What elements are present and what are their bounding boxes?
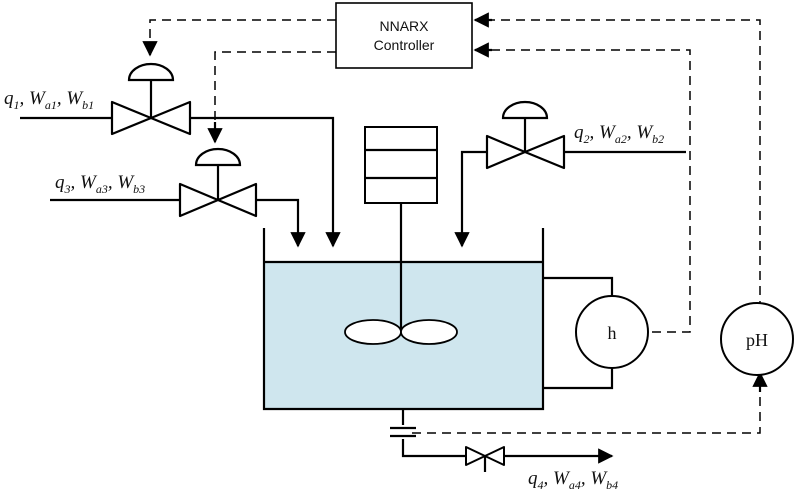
label-outlet-4: q4, Wa4, Wb4	[528, 468, 618, 492]
ph-sensor: pH	[720, 302, 794, 376]
label-inlet-2: q2, Wa2, Wb2	[574, 122, 664, 146]
outlet-manual-valve	[465, 446, 505, 472]
inlet-stream-2	[454, 100, 686, 248]
inlet-2-pipe	[454, 150, 487, 248]
label-inlet-1: q1, Wa1, Wb1	[4, 88, 94, 112]
level-sensor-circle	[575, 295, 649, 369]
outlet-stream	[390, 409, 614, 472]
control-valve-3	[178, 147, 258, 218]
ph-sensor-label: pH	[746, 330, 768, 350]
impeller-blade-right	[400, 319, 458, 345]
impeller-blade-left	[344, 319, 402, 345]
level-sensor: h	[543, 276, 649, 390]
signal-controller-to-valve1	[149, 19, 336, 50]
inlet-3-pipe	[256, 198, 306, 248]
signal-ph-to-controller	[490, 19, 761, 310]
signal-lines	[142, 12, 768, 434]
stirrer	[344, 126, 458, 345]
controller-title-line1: NNARX	[379, 18, 429, 34]
control-valve-2	[485, 100, 566, 170]
signal-controller-to-valve3	[214, 51, 336, 125]
stirrer-motor	[364, 126, 438, 204]
controller-title-line2: Controller	[374, 37, 435, 53]
tank	[262, 228, 545, 411]
ph-sensor-circle	[720, 302, 794, 376]
inlet-stream-3	[50, 147, 306, 248]
inlet-1-pipe	[190, 116, 341, 248]
label-inlet-3: q3, Wa3, Wb3	[55, 172, 145, 196]
signal-outlet-to-ph	[412, 395, 761, 434]
signal-h-to-controller	[490, 49, 691, 333]
nnarx-controller-block: NNARX Controller	[335, 2, 473, 69]
control-valve-1	[110, 62, 192, 136]
inlet-stream-1	[20, 62, 341, 248]
level-sensor-label: h	[608, 323, 617, 343]
